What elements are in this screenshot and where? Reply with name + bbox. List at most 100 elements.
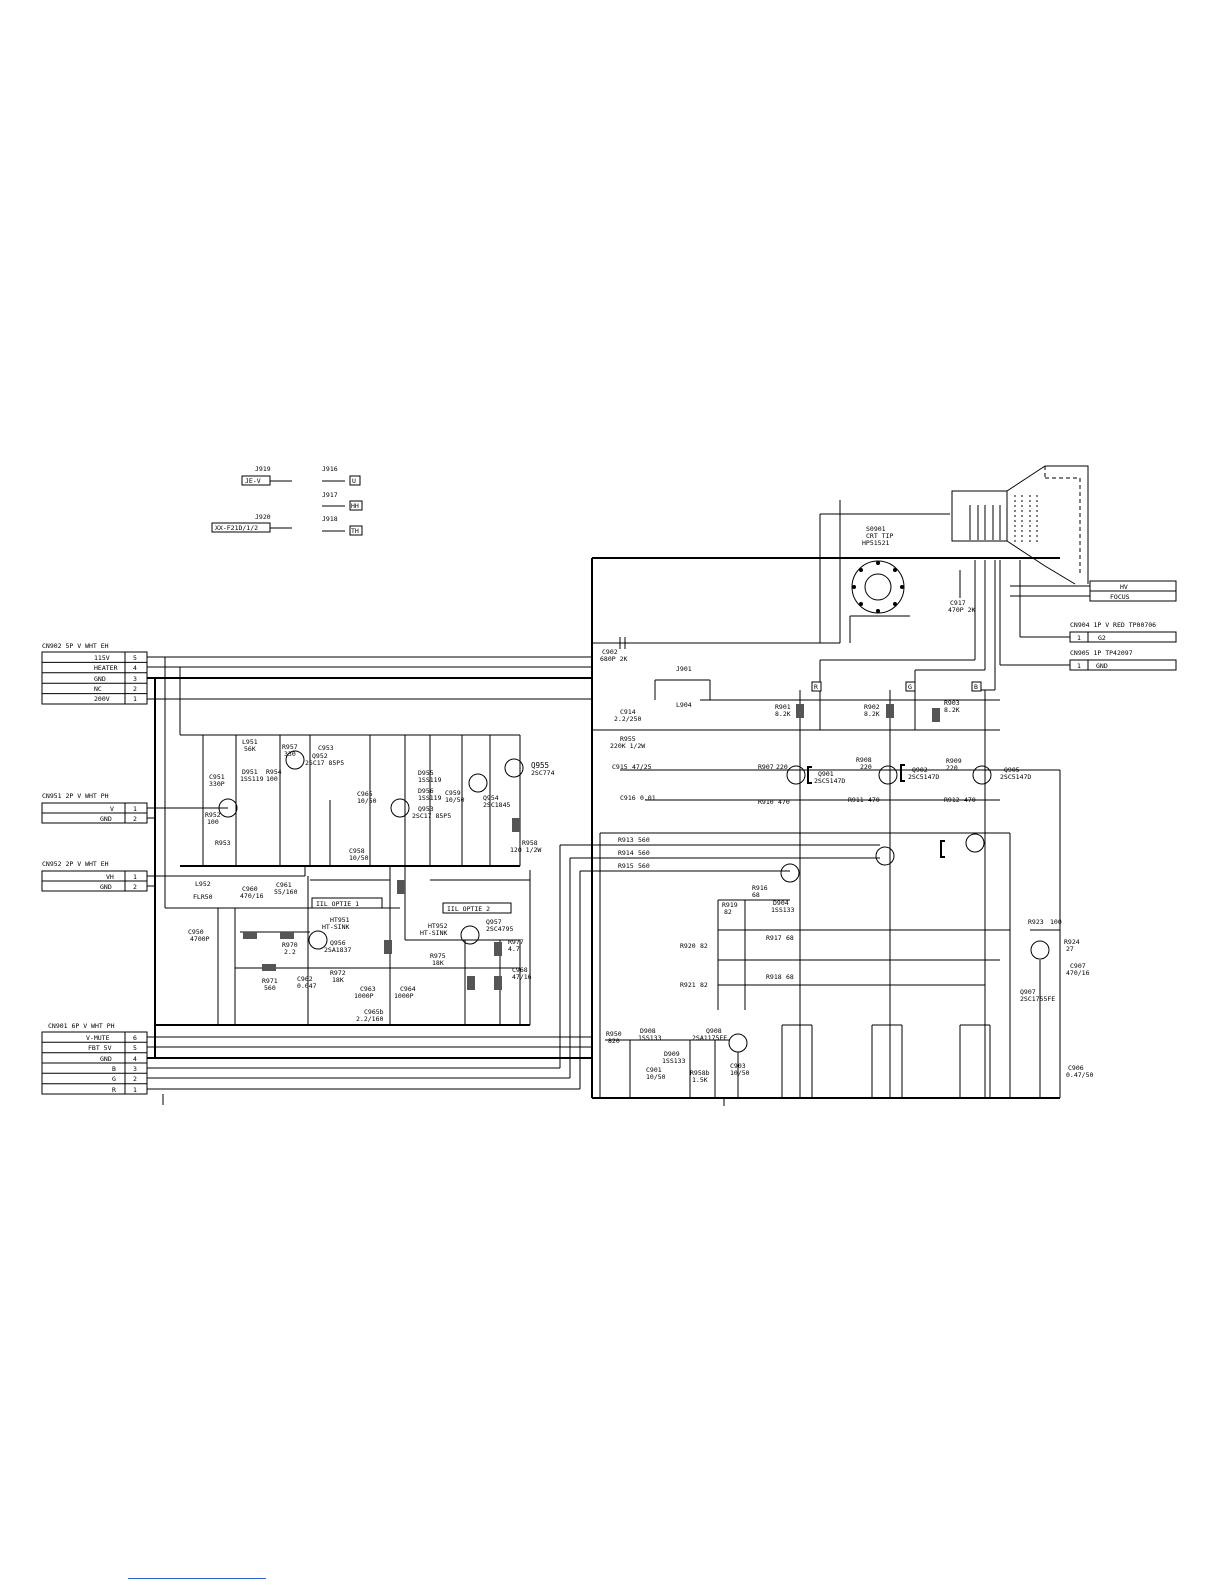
- component-ref: D955: [418, 769, 434, 777]
- crt-label: FOCUS: [1110, 593, 1130, 601]
- component-val: 18K: [432, 959, 444, 967]
- component-val: 82: [724, 908, 732, 916]
- component-val: 0.47/50: [1066, 1071, 1093, 1079]
- transistor-part: 2SA1175FE: [692, 1034, 727, 1042]
- component-val: 1.5K: [692, 1076, 708, 1084]
- pin-number: 5: [133, 654, 137, 662]
- component-val: 470: [778, 798, 790, 806]
- component-val: 120 1/2W: [510, 846, 541, 854]
- component-val: 560: [638, 849, 650, 857]
- component-val: 470P 2K: [948, 606, 975, 614]
- component-ref: R977: [508, 938, 524, 946]
- rgb-drive-section: C902 680P 2K J901 C914 2.2/250 L904 R955…: [591, 500, 1093, 1106]
- component-ref: R952: [205, 811, 221, 819]
- pin-number: 4: [133, 1055, 137, 1063]
- component-val: 560: [638, 862, 650, 870]
- pin-number: 2: [133, 883, 137, 891]
- component-ref: L952: [195, 880, 211, 888]
- component-val: 220K 1/2W: [610, 742, 645, 750]
- component-val: 1SS119: [418, 776, 442, 784]
- jumper-tag: HH: [351, 502, 359, 510]
- component-val: 68: [786, 934, 794, 942]
- component-ref: R958b: [690, 1069, 710, 1077]
- pin-name: 115V: [94, 654, 110, 662]
- component-val: 55/160: [274, 888, 298, 896]
- pin-number: 1: [133, 805, 137, 813]
- component-ref: C959: [445, 789, 461, 797]
- component-val: 560: [264, 984, 276, 992]
- pin-name: 200V: [94, 695, 110, 703]
- pin-name: FBT 5V: [88, 1044, 112, 1052]
- connector-title: CN904 1P V RED TP00706: [1070, 621, 1156, 629]
- component-val: 82: [700, 942, 708, 950]
- component-ref: C951: [209, 773, 225, 781]
- component-ref: R908: [856, 756, 872, 764]
- page-footer-link[interactable]: [128, 1578, 266, 1579]
- node-label: R: [814, 683, 818, 691]
- component-ref: C961: [276, 881, 292, 889]
- component-ref: C901: [646, 1066, 662, 1074]
- component-val: 27: [1066, 945, 1074, 953]
- pin-name: VH: [106, 873, 114, 881]
- jumper-tag: JE-V: [245, 477, 261, 485]
- component-ref: C965: [357, 790, 373, 798]
- component-ref: C964: [400, 985, 416, 993]
- component-ref: R909: [946, 757, 962, 765]
- connector-cn951: CN951 2P V WHT PH V 1 GND 2: [41, 792, 148, 824]
- component-val: 68: [752, 891, 760, 899]
- transistor-part: 2SC1845: [483, 801, 510, 809]
- component-ref: C960: [242, 885, 258, 893]
- socket-part: HP51521: [862, 539, 889, 547]
- component-val: 1000P: [394, 992, 414, 1000]
- component-val: 0.047: [297, 982, 317, 990]
- component-val: 100: [1050, 918, 1062, 926]
- component-val: 470/16: [240, 892, 264, 900]
- component-val: 56K: [244, 745, 256, 753]
- component-ref: R955: [620, 735, 636, 743]
- crt-label: HV: [1120, 583, 1128, 591]
- connector-title: CN951 2P V WHT PH: [42, 792, 109, 800]
- component-val: 1SS133: [662, 1057, 686, 1065]
- component-ref: C916: [620, 794, 636, 802]
- component-val: 220: [946, 764, 958, 772]
- component-val: 4.7: [508, 945, 520, 953]
- pin-name: GND: [94, 675, 106, 683]
- component-ref: C902: [602, 648, 618, 656]
- component-ref: C953: [318, 744, 334, 752]
- component-val: 330P: [209, 780, 225, 788]
- component-val: 220: [776, 763, 788, 771]
- connector-title: CN905 1P TP42097: [1070, 649, 1133, 657]
- component-ref: R910: [758, 798, 774, 806]
- transistor-ref: Q955: [531, 761, 549, 770]
- component-ref: R975: [430, 952, 446, 960]
- transistor-ref: Q902: [912, 766, 928, 774]
- jumper-tag: TH: [351, 527, 359, 535]
- connector-cn902: CN902 5P V WHT EH 115V 5 HEATER 4 GND 3 …: [41, 642, 148, 705]
- component-val: 68: [786, 973, 794, 981]
- pin-name: GND: [100, 815, 112, 823]
- jumper-ref: J917: [322, 491, 338, 499]
- pin-name: G: [112, 1075, 116, 1083]
- jumper-tag: XX-F21D/1/2: [215, 524, 258, 532]
- jumper-ref: J920: [255, 513, 271, 521]
- component-val: 1SS119: [418, 794, 442, 802]
- connector-title: CN952 2P V WHT EH: [42, 860, 109, 868]
- component-val: 8.2K: [944, 706, 960, 714]
- component-ref: R914: [618, 849, 634, 857]
- transistor-part: 2SC4795: [486, 925, 513, 933]
- component-ref: R907: [758, 763, 774, 771]
- pin-name: V: [110, 805, 114, 813]
- transistor-ref: Q905: [1004, 766, 1020, 774]
- pin-name: NC: [94, 685, 102, 693]
- component-ref: D908: [640, 1027, 656, 1035]
- transistor-ref: Q908: [706, 1027, 722, 1035]
- connector-title: CN902 5P V WHT EH: [42, 642, 109, 650]
- transistor-ref: Q956: [330, 939, 346, 947]
- component-val: 10/50: [357, 797, 377, 805]
- component-ref: D909: [664, 1050, 680, 1058]
- transistor-part: 2SC17 85P5: [305, 759, 344, 767]
- jumper-ref: J919: [255, 465, 271, 473]
- connector-cn952: CN952 2P V WHT EH VH 1 GND 2: [41, 860, 148, 892]
- component-val: 47/25: [632, 763, 652, 771]
- pin-number: 2: [133, 815, 137, 823]
